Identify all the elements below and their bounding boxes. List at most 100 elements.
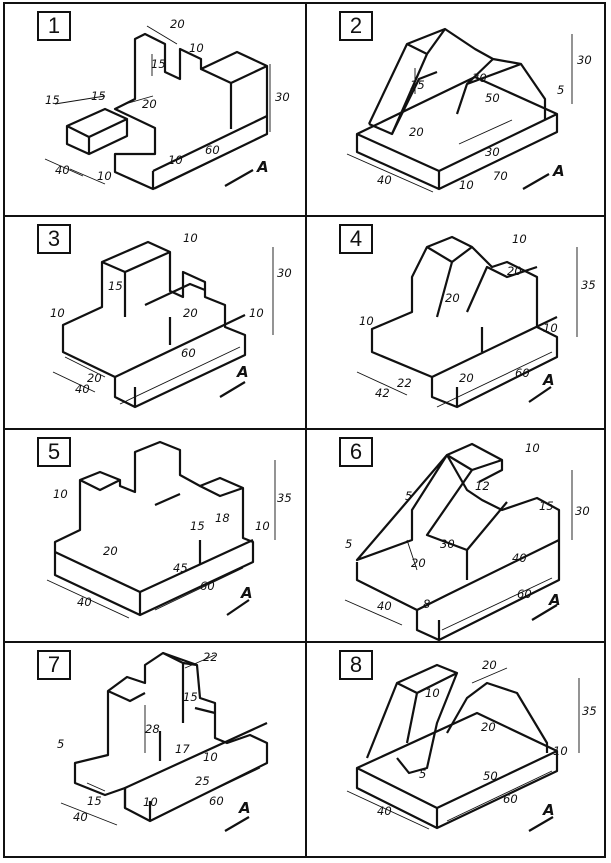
- object-outline: [370, 235, 559, 409]
- isometric-drawing-1: 15 15 20 20 15 10 30 40 10 10 60 A: [44, 17, 290, 191]
- task-cell-2: 2 15 30 30 50 5 20 40 30 70 10 A: [307, 4, 607, 217]
- dimension-label: 42: [375, 386, 390, 400]
- dimension-label: 45: [173, 561, 188, 575]
- dimension-label: 5: [419, 767, 426, 781]
- view-direction-label: A: [256, 158, 269, 176]
- dimension-label: 17: [175, 742, 190, 756]
- object-outline: [151, 65, 268, 189]
- dimension-label: 60: [517, 587, 532, 601]
- dimension-label: 30: [440, 537, 455, 551]
- object-outline: [390, 28, 522, 135]
- grid-divider: [5, 428, 604, 430]
- dimension-label: 10: [189, 41, 204, 55]
- task-cell-8: 8 20 10 20 35 5 50 10 40 60 A: [307, 643, 607, 856]
- grid-divider: [5, 215, 604, 217]
- dimension-label: 15: [151, 57, 166, 71]
- object-outline: [101, 250, 246, 407]
- dimension-label: 10: [203, 750, 218, 764]
- dimension-line: [44, 25, 271, 190]
- view-direction-label: A: [542, 801, 555, 819]
- dimension-line: [52, 247, 274, 405]
- dimension-label: 10: [53, 487, 68, 501]
- view-direction-label: A: [552, 162, 565, 180]
- dimension-line: [346, 667, 580, 830]
- dimension-label: 20: [87, 371, 102, 385]
- object-outline: [368, 27, 547, 136]
- object-outline: [528, 816, 554, 832]
- dimension-label: 20: [507, 264, 522, 278]
- object-outline: [224, 816, 250, 832]
- dimension-label: 10: [97, 169, 112, 183]
- object-outline: [65, 107, 129, 156]
- view-direction-label: A: [238, 799, 251, 817]
- dimension-label: 20: [409, 125, 424, 139]
- dimension-label: 20: [411, 556, 426, 570]
- object-outline: [113, 32, 269, 191]
- dimension-line: [356, 247, 578, 408]
- dimension-label: 50: [485, 91, 500, 105]
- dimension-label: 10: [143, 795, 158, 809]
- view-direction-label: A: [548, 591, 561, 609]
- dimension-line: [60, 654, 261, 826]
- dimension-label: 40: [377, 173, 392, 187]
- dimension-label: 22: [203, 650, 218, 664]
- dimension-label: 10: [459, 178, 474, 192]
- dimension-label: 35: [277, 491, 292, 505]
- dimension-label: 20: [142, 97, 157, 111]
- dimension-line: [46, 460, 276, 619]
- dimension-label: 12: [475, 479, 490, 493]
- object-outline: [355, 442, 561, 642]
- dimension-label: 20: [170, 17, 185, 31]
- task-cell-6: 6 10 5 12 15 30 30 40 5 20 40 8 60 A: [307, 430, 607, 643]
- object-outline: [416, 454, 560, 640]
- isometric-drawing-4: 10 20 20 35 10 10 22 42 20 60 A: [356, 232, 596, 409]
- object-outline: [355, 711, 559, 830]
- dimension-label: 15: [91, 89, 106, 103]
- task-cell-7: 7 22 5 15 28 17 10 25 15 40 10 60 A: [5, 643, 305, 856]
- dimension-label: 40: [75, 382, 90, 396]
- object-outline: [226, 599, 250, 616]
- dimension-label: 10: [553, 744, 568, 758]
- dimension-label: 8: [423, 597, 430, 611]
- dimension-label: 5: [57, 737, 64, 751]
- dimension-label: 10: [543, 321, 558, 335]
- dimension-label: 15: [45, 93, 60, 107]
- dimension-label: 10: [50, 306, 65, 320]
- task-cell-3: 3 10 15 10 30 20 10 60 20 40 A: [5, 217, 305, 430]
- dimension-label: 60: [181, 346, 196, 360]
- dimension-label: 10: [512, 232, 527, 246]
- dimension-label: 60: [200, 579, 215, 593]
- dimension-label: 20: [482, 658, 497, 672]
- dimension-label: 20: [445, 291, 460, 305]
- dimension-label: 50: [483, 769, 498, 783]
- dimension-label: 30: [575, 504, 590, 518]
- dimension-label: 10: [525, 441, 540, 455]
- view-direction-label: A: [240, 584, 253, 602]
- dimension-label: 40: [512, 551, 527, 565]
- dimension-label: 10: [168, 153, 183, 167]
- dimension-label: 30: [472, 71, 487, 85]
- dimension-label: 15: [539, 499, 554, 513]
- task-number: 2: [339, 11, 373, 41]
- dimension-label: 40: [55, 163, 70, 177]
- dimension-label: 30: [577, 53, 592, 67]
- task-number: 6: [339, 437, 373, 467]
- dimension-label: 20: [103, 544, 118, 558]
- task-cell-4: 4 10 20 20 35 10 10 22 42 20 60 A: [307, 217, 607, 430]
- dimension-label: 35: [581, 278, 596, 292]
- dimension-label: 28: [145, 722, 160, 736]
- grid-divider: [305, 4, 307, 856]
- dimension-label: 35: [582, 704, 597, 718]
- grid-divider: [5, 641, 604, 643]
- isometric-drawing-6: 10 5 12 15 30 30 40 5 20 40 8 60 A: [344, 441, 590, 642]
- dimension-label: 40: [77, 595, 92, 609]
- dimension-line: [346, 34, 573, 193]
- isometric-drawing-2: 15 30 30 50 5 20 40 30 70 10 A: [346, 27, 592, 193]
- object-outline: [53, 440, 255, 617]
- object-outline: [224, 169, 254, 187]
- dimension-label: 20: [183, 306, 198, 320]
- dimension-label: 5: [557, 83, 564, 97]
- dimension-label: 60: [205, 143, 220, 157]
- dimension-label: 40: [73, 810, 88, 824]
- dimension-label: 15: [183, 690, 198, 704]
